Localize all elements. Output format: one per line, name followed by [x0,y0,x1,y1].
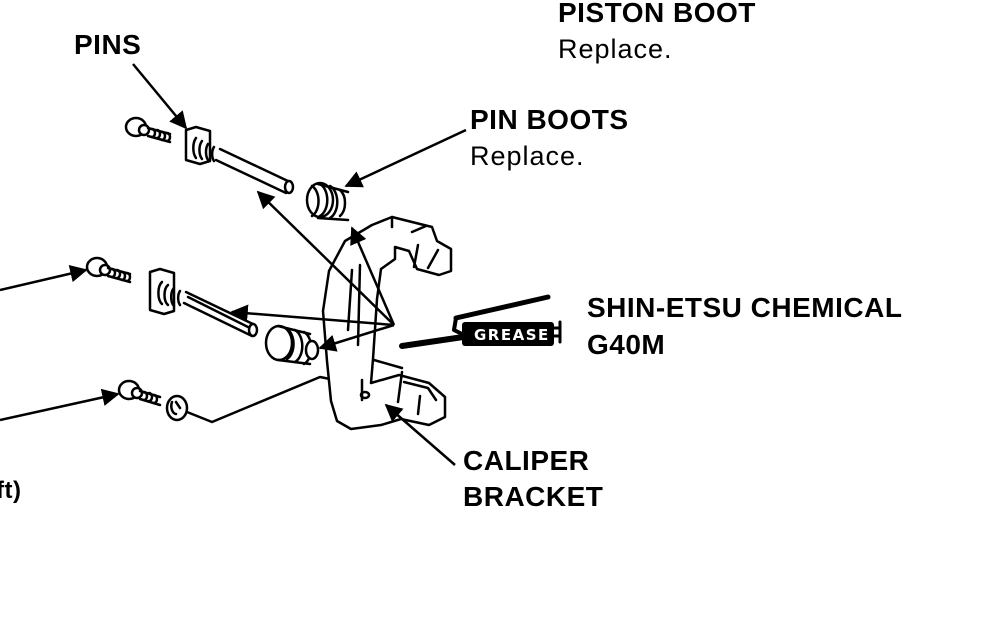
pin-boot-top [305,181,350,222]
grease-tube [399,294,562,349]
grease-arrow-to-top-pin [256,190,395,326]
pin-top [184,125,295,195]
pin-boots-note: Replace. [470,141,585,171]
grease-spec-line2: G40M [587,329,666,360]
pin-boot-middle [264,324,320,366]
bolt-middle [85,256,132,284]
piston-boot-label: PISTON BOOT [558,0,756,28]
piston-boot-note: Replace. [558,34,673,64]
pins-label: PINS [74,29,142,60]
grease-arrow-to-middle-pin [230,304,395,327]
grease-tube-label: GREASE [462,322,554,346]
pin-boots-arrow [344,128,467,188]
clip [165,375,337,424]
pins-arrow [132,63,188,130]
grease-tube-text: GREASE [474,326,550,344]
bolt-top [124,116,172,144]
grease-spec-line1: SHIN-ETSU CHEMICAL [587,292,903,323]
bolt-bottom-arrow [0,388,120,422]
caliper-bracket-line2: BRACKET [463,481,604,512]
caliper-bracket [321,215,453,431]
caliper-bracket-line1: CALIPER [463,445,590,476]
cut-off-label: ft) [0,477,22,504]
grease-arrow-to-middle-boot [318,323,395,352]
bolt-bottom [117,379,162,407]
caliper-bracket-arrow [384,403,456,466]
pin-middle [148,267,259,338]
bolt-middle-arrow [0,265,88,292]
grease-arrow-to-top-boot [350,226,396,326]
pin-boots-label: PIN BOOTS [470,104,629,135]
